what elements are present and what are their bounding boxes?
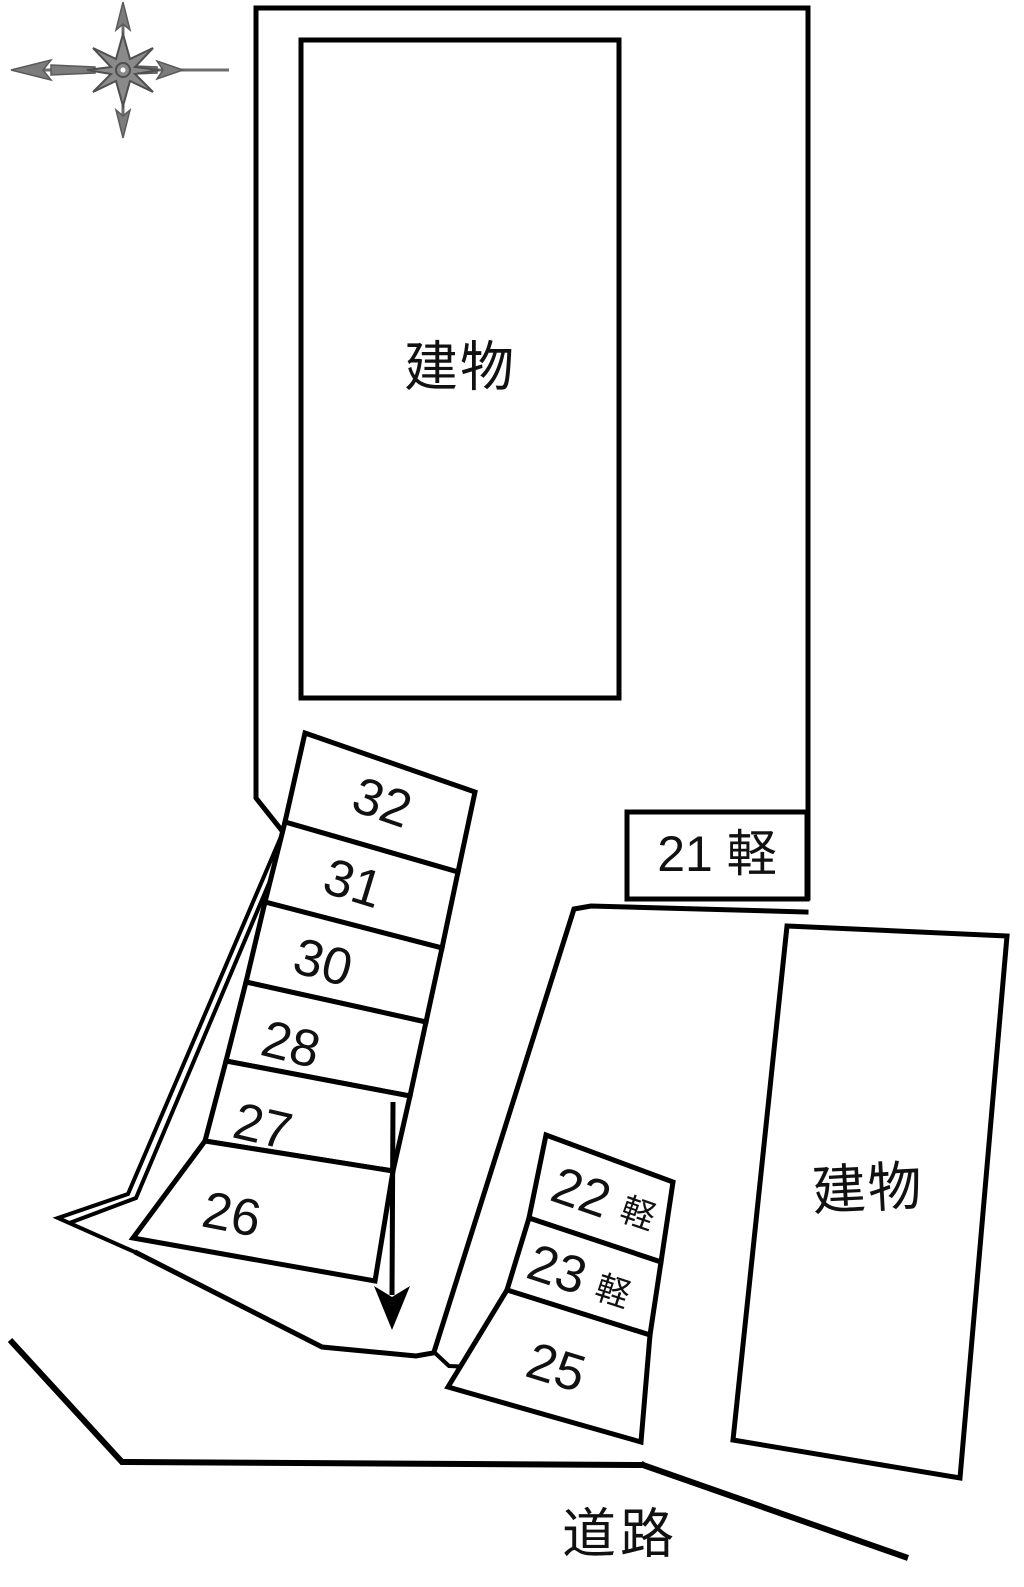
kei-stall-21-outline — [624, 809, 810, 902]
building-southeast-label: 建物 — [810, 1156, 925, 1222]
lot-boundary-south-west — [133, 1249, 436, 1359]
building-north-label: 建物 — [404, 337, 516, 397]
building-southeast-outline — [730, 923, 1010, 1481]
stall-25[interactable] — [444, 1287, 653, 1446]
stall-26-label: 26 — [198, 1181, 266, 1249]
traffic-flow-arrow-icon — [374, 1101, 410, 1330]
lot-boundary-north — [262, 5, 811, 901]
lot-boundary-north-west-edge — [253, 5, 287, 836]
building-north-outline — [298, 37, 622, 701]
lot-boundary-center — [430, 903, 809, 1356]
road-boundary — [7, 1337, 909, 1561]
kei-stall-21-label: 21 軽 — [657, 826, 777, 882]
road-boundary-upper — [640, 1460, 648, 1468]
road-label: 道路 — [562, 1504, 678, 1564]
stall-26[interactable] — [128, 1138, 396, 1284]
north-arrow-icon — [10, 1, 229, 139]
lot-boundary-west — [52, 829, 286, 1256]
lot-boundary-west-inner — [69, 833, 292, 1225]
